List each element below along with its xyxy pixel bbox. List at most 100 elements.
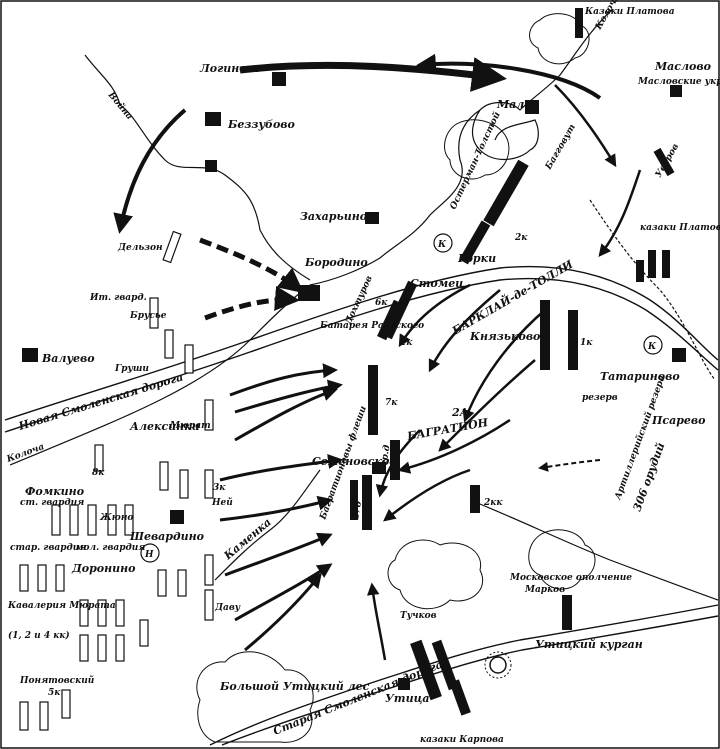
russian-units [350, 8, 675, 716]
label-borodino: Бородино [304, 256, 368, 269]
unit-fr-24 [139, 619, 149, 647]
label-27d: 27д [351, 500, 364, 521]
unit-ru-platov [648, 250, 656, 278]
label-6k: 6к [375, 298, 388, 308]
unit-fr-4 [184, 344, 194, 374]
unit-fr-22 [97, 634, 107, 662]
new-smolensk-road [4, 265, 719, 421]
bolshoy-les-outline [196, 651, 314, 743]
arrow-rus-5 [397, 418, 511, 474]
village-utitsa [398, 678, 410, 690]
village-loginovo [272, 72, 286, 86]
villages [22, 72, 686, 690]
french-units [19, 230, 214, 731]
unit-ru-2gr [390, 440, 400, 480]
label-bezzubovo: Беззубово [227, 118, 295, 131]
marker-n: Н [144, 550, 154, 560]
kolocha-river-upper [471, 9, 613, 160]
unit-ru-ostermann [459, 220, 491, 265]
label-maslovo: Маслово [654, 60, 711, 73]
wood-top [529, 13, 590, 65]
label-valuevo: Валуево [41, 352, 95, 365]
label-it-guard: Ит. гвард. [89, 293, 147, 303]
unit-ru-platov-2 [662, 250, 670, 278]
village-shevardino [170, 510, 184, 524]
label-young-guard: мол. гвардия [75, 543, 145, 553]
label-brusie: Брусье [129, 311, 167, 321]
label-old-guard: стар. гвардия [10, 543, 86, 553]
arrow-rus-2 [428, 289, 501, 373]
label-reserve: резерв [582, 393, 618, 403]
label-maslovo-sub: Масловские укрепления [637, 77, 720, 87]
unit-fr-26 [177, 569, 187, 597]
label-psarevo: Псарево [651, 414, 705, 427]
arrow-davout [244, 572, 322, 652]
label-voyna: Война [105, 89, 135, 122]
village-zakharyino [365, 212, 379, 224]
unit-fr-20 [115, 599, 125, 627]
label-kamenka: Каменка [221, 516, 274, 563]
label-grouchy: Груши [114, 364, 149, 374]
unit-fr-1 [162, 230, 182, 264]
unit-ru-7k [368, 365, 378, 435]
stream-right [589, 199, 716, 381]
label-barclay: БАРКЛАЙ-де-ТОЛЛИ [448, 256, 576, 338]
unit-fr-27 [204, 554, 214, 586]
label-8k: 8к [92, 468, 105, 478]
unit-ru-tuchkov-3 [449, 679, 471, 716]
unit-ru-8k [350, 480, 358, 520]
utitsky-kurgan-symbol [484, 651, 512, 679]
voyna-river [84, 54, 311, 281]
village-maslovo [670, 85, 682, 97]
unit-ru-4k [377, 299, 403, 341]
unit-fr-10 [69, 504, 79, 536]
label-knyazkovo: Князьково [469, 330, 540, 343]
label-davout: Даву [214, 603, 241, 613]
label-ney: Ней [211, 497, 233, 508]
wood-maloe [444, 119, 510, 180]
arrow-flash-3 [224, 532, 333, 577]
label-junot: Жюно [99, 513, 133, 523]
roads [4, 265, 719, 746]
label-3k: 3к [213, 483, 226, 493]
label-imp-guard: ст. гвардия [20, 498, 84, 508]
label-maloe: Малое [496, 98, 539, 111]
ravine-psarevo [469, 499, 719, 601]
unit-fr-21 [79, 634, 89, 662]
wood-right [528, 529, 596, 590]
unit-fr-25 [157, 569, 167, 597]
arrow-raevsky-1 [229, 363, 338, 397]
label-2kk: 2кк [483, 498, 503, 508]
unit-ru-platov-top [575, 8, 583, 38]
kolocha-lower [9, 284, 311, 466]
label-gorki: Горки [457, 252, 496, 265]
unit-fr-17 [55, 564, 65, 592]
unit-fr-15 [19, 564, 29, 592]
label-militia: Московское ополчение [509, 573, 632, 583]
label-zakharyino: Захарьино [300, 210, 367, 223]
label-cav-murat: Кавалерия Мюрата [7, 601, 116, 611]
village-tatarinovo [672, 348, 686, 362]
unit-fr-8 [204, 469, 214, 499]
wood-center [387, 539, 484, 610]
arrow-flash-4 [234, 563, 333, 622]
unit-ru-uvarov [653, 147, 675, 177]
arrow-flash-2 [219, 495, 333, 522]
label-7k: 7к [385, 398, 398, 408]
label-shevardino: Шевардино [129, 530, 204, 543]
unit-fr-5 [204, 399, 214, 431]
unit-ru-27d [362, 475, 372, 530]
unit-fr-29 [19, 701, 29, 731]
arrow-platov [554, 84, 617, 168]
label-kazaki-top: Казаки Платова [584, 7, 675, 17]
unit-ru-guard [568, 310, 578, 370]
label-baggovut: Багговут [543, 123, 577, 173]
village-valuevo [22, 348, 38, 362]
village-maloe [525, 100, 539, 114]
unit-ru-platov-3 [636, 260, 644, 282]
unit-fr-14 [94, 444, 104, 472]
arrow-brusie [204, 285, 300, 321]
arrow-rus-3 [462, 309, 546, 423]
